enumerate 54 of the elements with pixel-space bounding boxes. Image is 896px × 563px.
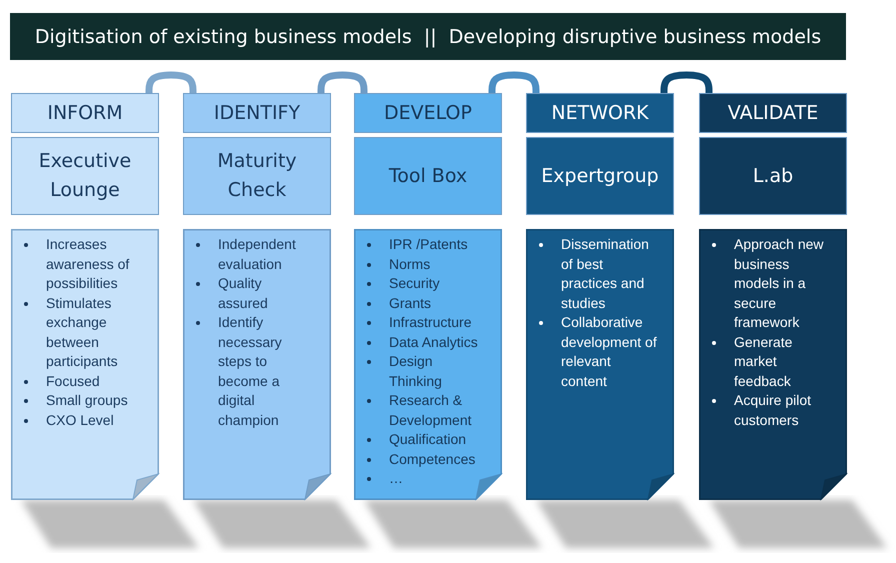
title-banner: Digitisation of existing business models || Developing disruptive business models [10,13,846,60]
bullet-item: Stimulates exchange between participants [46,294,118,369]
offer-box [699,137,847,215]
note-card [183,229,331,500]
offer-label: Tool Box [388,164,468,188]
offer-label: Maturity Check [216,149,298,203]
bullet-item: Infrastructure [389,314,472,330]
bullet-item: Design Thinking [389,353,442,388]
bullet-item: Qualification [389,431,466,447]
bullet-item: Competences [389,450,476,466]
note-card [354,229,502,500]
bullet-item: Independent evaluation [218,236,296,272]
bullet-item: IPR /Patents [389,236,468,252]
note-card [11,229,159,500]
phase-header [183,93,331,133]
phase-label: VALIDATE [728,102,818,124]
phase-label: IDENTIFY [214,102,300,124]
bullet-item: Approach new business models in a secure framework [734,236,824,330]
bullet-item: CXO Level [46,412,114,428]
bullet-item: Data Analytics [389,334,478,350]
bullet-item: Security [389,275,440,291]
bullet-item: Generate market feedback [734,334,792,388]
note-card [699,229,847,500]
phase-label: NETWORK [551,102,649,124]
offer-label: Executive Lounge [38,149,132,203]
bullet-item: Small groups [46,392,128,408]
bullet-item: Focused [46,372,100,388]
connector-arc [318,72,368,94]
connector-arc [146,72,196,94]
offer-label: L.ab [752,164,794,188]
offer-box [354,137,502,215]
note-card [526,229,674,500]
bullet-item: Norms [389,256,430,272]
bullet-item: Quality assured [218,275,268,310]
bullet-item: Collaborative development of relevant content [561,314,657,388]
offer-box [11,137,159,215]
bullet-item: Increases awareness of possibilities [46,236,130,291]
phase-label: INFORM [47,102,123,124]
bullet-item: Acquire pilot customers [734,392,812,428]
phase-header [699,93,847,133]
phase-header [354,93,502,133]
offer-box [526,137,674,215]
connector-arc [660,72,712,94]
bullet-item: Dissemination of best practices and studies [561,236,649,310]
offer-box [183,137,331,215]
bullet-item: … [389,470,403,486]
phase-label: DEVELOP [384,102,472,124]
phase-header [526,93,674,133]
bullet-item: Research & Development [389,392,472,428]
bullet-item: Identify necessary steps to become a digital champion [218,314,282,428]
offer-label: Expertgroup [540,164,660,188]
bullet-item: Grants [389,294,432,310]
phase-header [11,93,159,133]
connector-arc [488,72,540,94]
